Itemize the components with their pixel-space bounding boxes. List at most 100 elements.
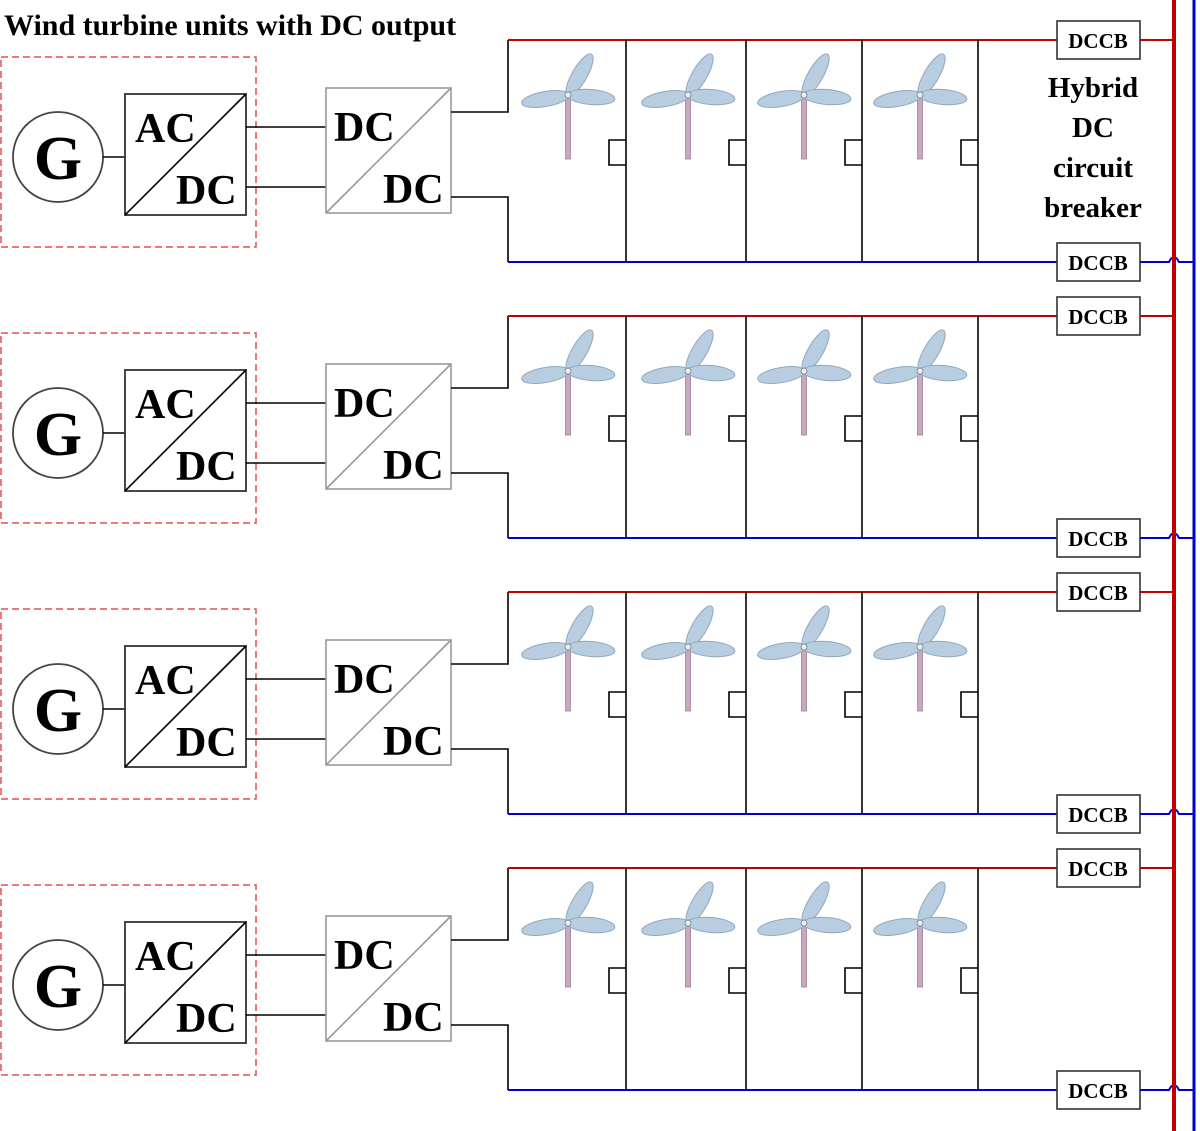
turbine-tower [565,370,571,436]
generator-label: G [34,125,82,193]
turbine-hub [684,919,692,927]
turbine-blade [757,90,806,108]
switch-symbol [960,139,978,166]
turbine-hub [684,367,692,375]
breaker-caption-line-1: Hybrid [1048,72,1138,104]
turbine-blade [566,88,616,106]
turbine-blade [566,916,616,934]
turbine-tower [801,370,807,436]
switch-symbol [844,139,862,166]
turbine-hub [684,643,692,651]
dccb-bottom-link [1140,532,1194,539]
dccb-top-label: DCCB [1068,29,1128,53]
dccb-bottom-box [1056,242,1141,282]
converter-dc-out-label: DC [383,167,444,213]
switch-symbol [960,967,978,994]
turbine-blade [802,364,852,382]
rectifier-diagonal [124,369,247,492]
rectifier-dc-label: DC [176,720,237,766]
dccb-bottom-link [1140,256,1194,263]
dccb-bottom-label: DCCB [1068,251,1128,275]
switch-symbol [728,415,746,442]
turbine-hub [800,919,808,927]
turbine-blade [918,364,968,382]
turbine-blade [521,90,570,108]
turbine-hub [564,91,572,99]
converter-diagonal [325,363,452,490]
converter-dc-in-label: DC [334,933,395,979]
turbine-hub [564,919,572,927]
dccb-bottom-box [1056,518,1141,558]
switch-symbol [608,691,626,718]
unit-frame [0,884,257,1076]
turbine-tower [801,646,807,712]
converter-link-negative [451,748,509,814]
turbine-blade [918,916,968,934]
dccb-bottom-label: DCCB [1068,1079,1128,1103]
dccb-bottom-box [1056,1070,1141,1110]
dccb-top-label: DCCB [1068,857,1128,881]
converter-dc-out-label: DC [383,995,444,1041]
breaker-caption-line-3: circuit [1053,152,1133,184]
turbine-hub [916,367,924,375]
wind-turbine-icon [641,329,736,436]
turbine-blade [802,88,852,106]
turbine-hub [916,643,924,651]
rectifier-ac-label: AC [135,658,196,704]
converter-dc-in-label: DC [334,105,395,151]
rectifier-ac-label: AC [135,106,196,152]
turbine-tower [917,370,923,436]
rectifier-ac-label: AC [135,934,196,980]
turbine-hub [916,919,924,927]
unit-frame [0,608,257,800]
turbine-blade [873,918,922,936]
turbine-blade [802,640,852,658]
rectifier-diagonal [124,645,247,768]
turbine-blade [686,88,736,106]
turbine-tower [565,922,571,988]
turbine-blade [641,90,690,108]
turbine-tower [685,646,691,712]
turbine-blade [757,366,806,384]
turbine-blade [918,640,968,658]
turbine-blade [641,918,690,936]
turbine-blade [757,918,806,936]
switch-symbol [608,967,626,994]
switch-symbol [960,415,978,442]
converter-link-positive [451,316,509,389]
rectifier-dc-label: DC [176,996,237,1042]
wind-turbine-icon [873,53,968,160]
switch-symbol [844,691,862,718]
turbine-tower [685,94,691,160]
turbine-blade [757,642,806,660]
converter-link-positive [451,592,509,665]
wind-turbine-icon [757,53,852,160]
turbine-hub [564,367,572,375]
diagram-title: Wind turbine units with DC output [4,9,456,42]
turbine-tower [565,94,571,160]
turbine-hub [916,91,924,99]
unit-frame [0,332,257,524]
wind-turbine-icon [521,605,616,712]
turbine-blade [686,640,736,658]
turbine-hub [800,91,808,99]
dccb-bottom-box [1056,794,1141,834]
rectifier-dc-label: DC [176,444,237,490]
turbine-blade [521,918,570,936]
dccb-top-box [1056,572,1141,612]
turbine-blade [566,364,616,382]
converter-diagonal [325,915,452,1042]
converter-diagonal [325,87,452,214]
switch-symbol [844,967,862,994]
converter-diagonal [325,639,452,766]
turbine-tower [801,922,807,988]
wind-turbine-icon [521,329,616,436]
wind-turbine-icon [757,329,852,436]
turbine-tower [565,646,571,712]
turbine-blade [641,366,690,384]
breaker-caption-line-2: DC [1072,112,1114,144]
rectifier-diagonal [124,921,247,1044]
